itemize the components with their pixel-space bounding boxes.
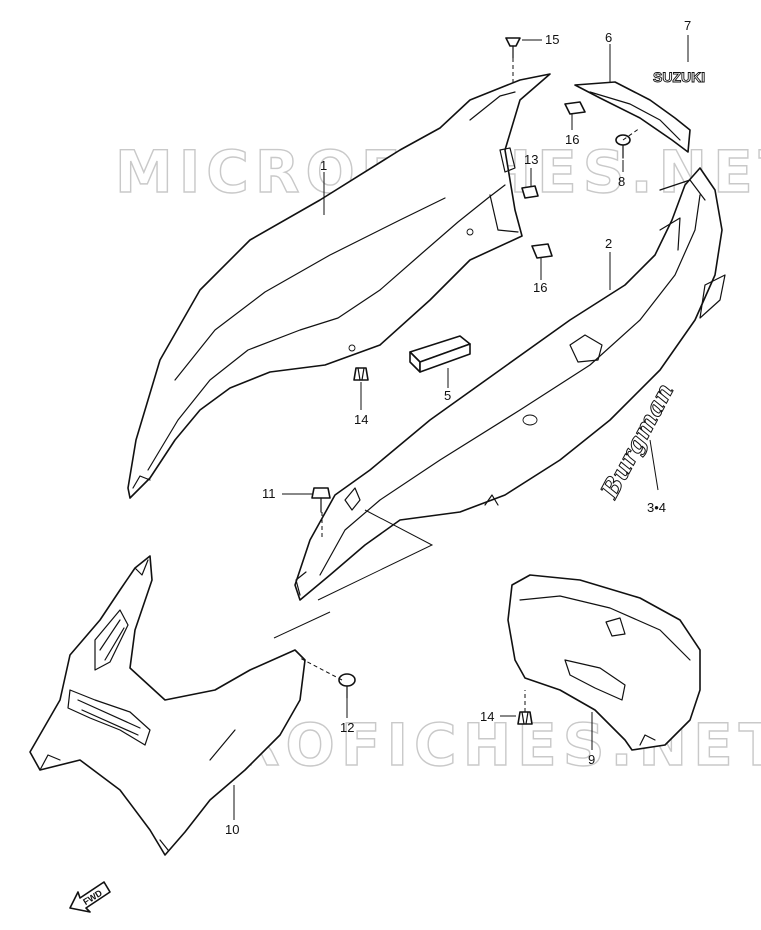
part-16-clip-lower — [531, 243, 553, 259]
callout-15: 15 — [545, 32, 559, 47]
callout-2: 2 — [605, 236, 612, 251]
part-9-lower-cover — [507, 574, 701, 751]
callout-11: 11 — [262, 486, 276, 501]
callout-13: 13 — [524, 152, 538, 167]
dashed-line-12 — [299, 657, 343, 681]
construction-line-1 — [317, 509, 434, 601]
part-12-bolt — [338, 673, 356, 699]
part-6-tail-piece — [574, 81, 691, 153]
part-16-clip-upper — [564, 101, 586, 115]
dashed-line-8 — [622, 127, 641, 141]
callout-8: 8 — [618, 174, 625, 189]
part-7-suzuki-emblem: SUZUKI — [653, 69, 706, 86]
part-2-body-cover-right — [294, 167, 726, 601]
callout-14-upper: 14 — [354, 412, 368, 427]
part-13-clip — [521, 185, 539, 199]
callout-12: 12 — [340, 720, 354, 735]
part-15-screw — [505, 37, 521, 59]
suzuki-logo-text: SUZUKI — [653, 69, 705, 85]
callout-16-upper: 16 — [565, 132, 579, 147]
part-11-bolt — [311, 487, 331, 513]
callout-7: 7 — [684, 18, 691, 33]
callout-6: 6 — [605, 30, 612, 45]
callout-16-lower: 16 — [533, 280, 547, 295]
callout-14-lower: 14 — [480, 709, 494, 724]
construction-line-2 — [273, 611, 331, 639]
part-10-lower-panel — [29, 555, 306, 856]
forward-arrow-icon: FWD — [69, 881, 111, 913]
callout-9: 9 — [588, 752, 595, 767]
callout-10: 10 — [225, 822, 239, 837]
callout-3-4: 3•4 — [647, 500, 666, 515]
part-5-block — [409, 335, 471, 373]
callout-5: 5 — [444, 388, 451, 403]
part-1-frame-cover-left — [127, 73, 551, 499]
part-14-rivet-lower — [517, 711, 533, 725]
callout-1: 1 — [320, 158, 327, 173]
leader-3-4 — [649, 439, 659, 491]
part-14-rivet-upper — [353, 367, 369, 381]
